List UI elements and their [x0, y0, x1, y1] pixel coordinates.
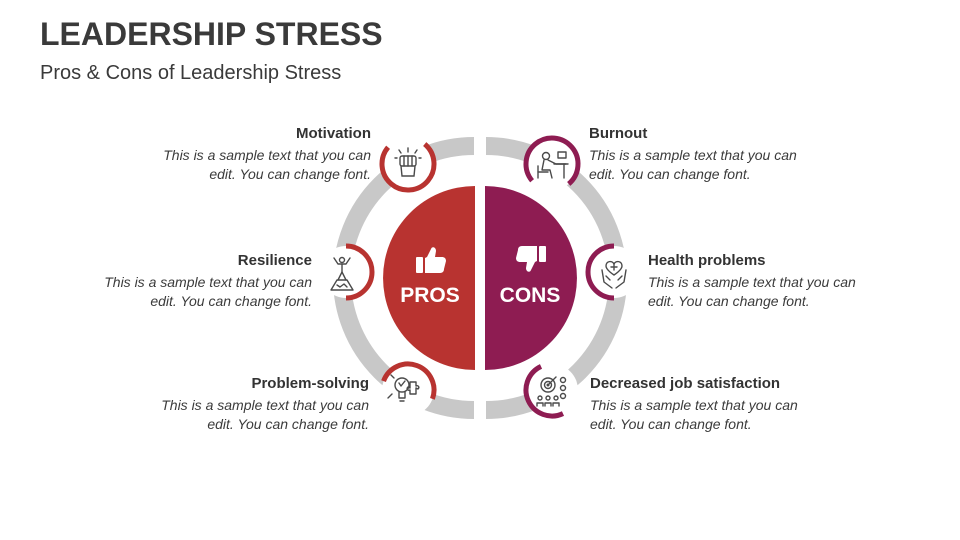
pros-label: PROS	[400, 284, 460, 307]
lightbulb-puzzle-icon	[387, 374, 420, 402]
cons-item-burnout: Burnout This is a sample text that you c…	[589, 124, 859, 184]
pros-item-problem-solving: Problem-solving This is a sample text th…	[99, 374, 369, 434]
pros-item-title: Motivation	[296, 125, 371, 142]
health-problems-badge	[585, 243, 640, 301]
person-on-mountain-icon	[330, 256, 354, 291]
thumbs-down-icon	[516, 246, 546, 272]
pros-item-description: This is a sample text that you can edit.…	[101, 146, 371, 184]
cons-half-circle	[485, 186, 577, 370]
motivation-badge	[379, 138, 437, 193]
pros-item-description-line2: edit. You can change font.	[207, 416, 369, 432]
page-title: LEADERSHIP STRESS	[40, 16, 383, 52]
cons-label: CONS	[500, 284, 561, 307]
cons-item-title: Decreased job satisfaction	[590, 375, 781, 392]
problem-solving-badge	[381, 361, 437, 416]
pros-item-description: This is a sample text that you can edit.…	[42, 273, 312, 311]
pros-item-description: This is a sample text that you can edit.…	[99, 396, 369, 434]
burnout-badge	[523, 135, 581, 190]
pros-item-description-line2: edit. You can change font.	[150, 293, 312, 309]
cons-item-decreased-job-satisfaction: Decreased job satisfaction This is a sam…	[590, 374, 860, 434]
cons-item-description-line2: edit. You can change font.	[590, 416, 752, 432]
cons-item-description-line2: edit. You can change font.	[589, 166, 751, 182]
heart-in-hands-icon	[601, 260, 627, 289]
cons-item-title: Burnout	[589, 125, 648, 142]
cons-item-health-problems: Health problems This is a sample text th…	[648, 251, 918, 311]
resilience-badge	[320, 243, 375, 301]
page-subtitle: Pros & Cons of Leadership Stress	[40, 62, 342, 84]
raised-fist-icon	[394, 147, 422, 177]
cons-item-description-line1: This is a sample text that you can	[590, 397, 798, 413]
pros-item-description-line1: This is a sample text that you can	[163, 147, 371, 163]
cons-item-description-line2: edit. You can change font.	[648, 293, 810, 309]
cons-item-description: This is a sample text that you can edit.…	[648, 273, 918, 311]
target-team-icon	[536, 376, 567, 407]
pros-item-motivation: Motivation This is a sample text that yo…	[101, 124, 371, 184]
pros-item-resilience: Resilience This is a sample text that yo…	[42, 251, 312, 311]
pros-item-title: Problem-solving	[251, 375, 369, 392]
thumbs-up-icon	[416, 247, 446, 273]
decreased-job-satisfaction-badge	[523, 364, 578, 419]
pros-item-title: Resilience	[237, 252, 312, 269]
cons-item-description-line1: This is a sample text that you can	[648, 274, 856, 290]
cons-item-description: This is a sample text that you can edit.…	[589, 146, 859, 184]
cons-item-description: This is a sample text that you can edit.…	[590, 396, 860, 434]
pros-half-circle	[383, 186, 475, 370]
cons-item-description-line1: This is a sample text that you can	[589, 147, 797, 163]
cons-item-title: Health problems	[648, 252, 766, 269]
tired-person-at-desk-icon	[537, 151, 569, 179]
pros-item-description-line1: This is a sample text that you can	[104, 274, 312, 290]
pros-item-description-line1: This is a sample text that you can	[161, 397, 369, 413]
pros-item-description-line2: edit. You can change font.	[209, 166, 371, 182]
